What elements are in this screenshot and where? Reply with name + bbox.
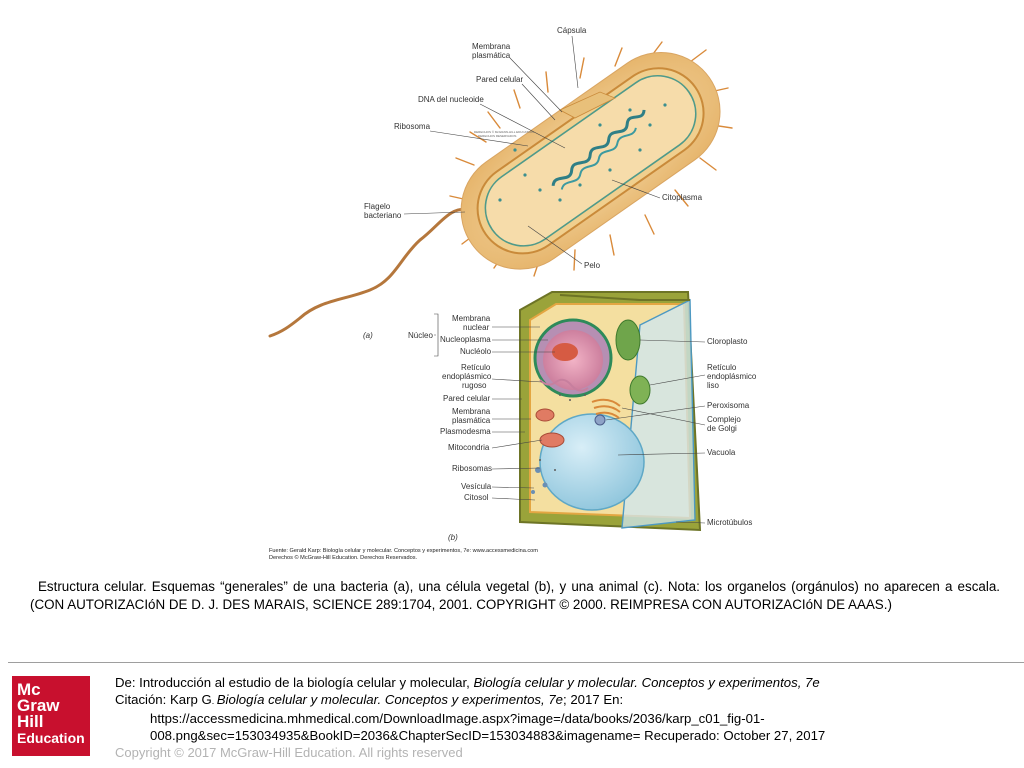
label-citosol: Citosol <box>464 493 489 502</box>
label-nucleo: Núcleo <box>408 331 433 340</box>
label-dna-nucleoide: DNA del nucleoide <box>418 95 484 104</box>
mitochondrion <box>539 432 565 448</box>
citation-from-book: Biología celular y molecular. Conceptos … <box>473 675 820 690</box>
nucleoid <box>551 109 646 187</box>
label-membrana-plasmatica-1: Membrana <box>472 42 511 51</box>
label-membrana-nuclear-1: Membrana <box>452 314 491 323</box>
copyright-notice: Copyright © 2017 McGraw-Hill Education. … <box>115 745 463 760</box>
citation-url-1[interactable]: https://accessmedicina.mhmedical.com/Dow… <box>150 711 765 726</box>
logo-line-2: Graw <box>17 696 60 715</box>
cell-structure-figure: Cápsula Membrana plasmática Pared celula… <box>268 26 757 561</box>
panel-a-label: (a) <box>363 331 373 340</box>
label-reticulo-liso-2: endoplásmico <box>707 372 757 381</box>
rough-er <box>539 378 589 392</box>
vacuole <box>539 413 645 511</box>
label-ribosomas: Ribosomas <box>452 464 492 473</box>
label-complejo-golgi-1: Complejo <box>707 415 741 424</box>
label-membrana-plasmatica-b-1: Membrana <box>452 407 491 416</box>
logo-line-4: Education <box>17 730 85 746</box>
plant-labels-right: Cloroplasto Retículo endoplásmico liso P… <box>605 337 757 527</box>
label-cloroplasto: Cloroplasto <box>707 337 748 346</box>
logo-line-1: Mc <box>17 680 41 699</box>
label-pared-celular: Pared celular <box>476 75 523 84</box>
label-microtubulos: Microtúbulos <box>707 518 752 527</box>
logo-line-3: Hill <box>17 712 44 731</box>
panel-b-label: (b) <box>448 533 458 542</box>
label-complejo-golgi-2: de Golgi <box>707 424 737 433</box>
citation-from-prefix: De: Introducción al estudio de la biolog… <box>115 675 474 690</box>
citation-from: De: Introducción al estudio de la biolog… <box>115 674 1015 691</box>
label-pelo: Pelo <box>584 261 601 270</box>
label-capsula: Cápsula <box>557 26 587 35</box>
source-a-small-2: DERECHOS RESERVADOS <box>478 134 516 138</box>
label-membrana-plasmatica-b-2: plasmática <box>452 416 491 425</box>
bacteria-illustration <box>268 41 733 338</box>
figure-caption: Estructura celular. Esquemas “generales”… <box>30 579 1000 612</box>
label-flagelo-2: bacteriano <box>364 211 402 220</box>
citation-cite-sep: . <box>211 696 217 706</box>
label-mitocondria: Mitocondria <box>448 443 490 452</box>
citation-cite: Citación: Karp G. Biología celular y mol… <box>115 691 1015 710</box>
golgi <box>591 398 621 419</box>
plant-cell-illustration <box>519 291 702 532</box>
label-peroxisoma: Peroxisoma <box>707 401 750 410</box>
plant-labels-left: Membrana nuclear Nucleoplasma Nucléolo N… <box>408 313 555 542</box>
label-plasmodesma: Plasmodesma <box>440 427 491 436</box>
citation-cite-book: Biología celular y molecular. Conceptos … <box>216 692 563 707</box>
label-reticulo-liso-3: liso <box>707 381 720 390</box>
label-citoplasma: Citoplasma <box>662 193 703 202</box>
label-pared-celular-b: Pared celular <box>443 394 490 403</box>
label-vesicula: Vesícula <box>461 482 492 491</box>
label-ribosoma: Ribosoma <box>394 122 431 131</box>
label-flagelo-1: Flagelo <box>364 202 391 211</box>
mcgraw-hill-logo: Mc Graw Hill Education <box>12 676 90 756</box>
label-membrana-plasmatica-2: plasmática <box>472 51 511 60</box>
label-reticulo-rugoso-3: rugoso <box>462 381 487 390</box>
nucleolus <box>552 343 578 361</box>
bacteria-labels: Cápsula Membrana plasmática Pared celula… <box>363 26 703 340</box>
label-reticulo-rugoso-1: Retículo <box>461 363 491 372</box>
divider <box>8 662 1024 663</box>
chloroplast <box>615 319 641 361</box>
citation-cite-suffix: ; 2017 En: <box>563 692 624 707</box>
citation-block: De: Introducción al estudio de la biolog… <box>115 674 1015 744</box>
plasma-membrane <box>484 74 697 247</box>
citation-url-2[interactable]: 008.png&sec=153034935&BookID=2036&Chapte… <box>150 728 826 743</box>
ribosomes <box>498 103 667 202</box>
source-line-2: Derechos © McGraw-Hill Education. Derech… <box>269 554 418 561</box>
peroxisome <box>594 414 606 426</box>
label-reticulo-liso-1: Retículo <box>707 363 737 372</box>
flagellum <box>268 207 472 338</box>
source-a-small-1: DERECHOS © McGRAW-HILL EDUCATION. <box>474 130 535 134</box>
label-membrana-nuclear-2: nuclear <box>463 323 490 332</box>
label-nucleolo: Nucléolo <box>460 347 492 356</box>
source-line-1: Fuente: Gerald Karp: Biología celular y … <box>269 548 538 554</box>
citation-cite-prefix: Citación: Karp G <box>115 692 212 707</box>
label-nucleoplasma: Nucleoplasma <box>440 335 491 344</box>
label-reticulo-rugoso-2: endoplásmico <box>442 372 492 381</box>
label-vacuola: Vacuola <box>707 448 736 457</box>
